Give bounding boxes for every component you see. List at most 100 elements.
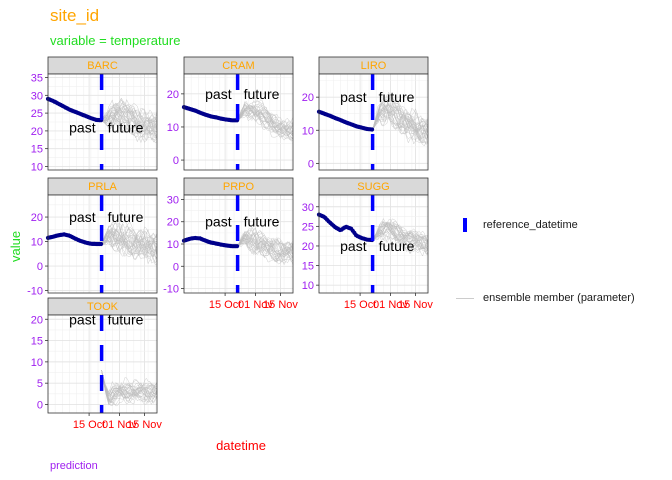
- chart-title: site_id: [50, 6, 100, 25]
- ensemble-member-line: [101, 97, 158, 129]
- ensemble-member-line: [372, 107, 429, 134]
- ensemble-member-line: [101, 99, 158, 136]
- ensemble-member-line: [372, 109, 429, 133]
- ensemble-member-line: [372, 104, 429, 144]
- annotation-future: future: [379, 238, 415, 254]
- ensemble-member-line: [237, 232, 294, 256]
- y-tick-label: 20: [31, 126, 43, 138]
- chart-subtitle: variable = temperature: [50, 33, 181, 48]
- y-tick-label: 30: [302, 202, 314, 214]
- ensemble-member-line: [237, 231, 294, 258]
- ensemble-member-line: [101, 106, 158, 138]
- panel-border: [183, 73, 294, 171]
- ensemble-member-line: [372, 226, 429, 256]
- ensemble-member-line: [101, 106, 158, 132]
- ensemble-member-line: [101, 105, 158, 135]
- y-tick-label: 10: [31, 237, 43, 249]
- annotation-future: future: [244, 86, 280, 102]
- ensemble-member-line: [237, 235, 294, 254]
- ensemble-member-line: [372, 106, 429, 142]
- y-axis-title: value: [8, 230, 23, 262]
- panel-border: [47, 194, 158, 294]
- annotation-past: past: [69, 209, 96, 225]
- legend-item-ensemble: ensemble member (parameter): [455, 288, 635, 308]
- ensemble-member-line: [372, 221, 429, 251]
- y-tick-label: 10: [31, 161, 43, 173]
- facet-strip-label: LIRO: [361, 60, 387, 72]
- ensemble-member-line: [101, 102, 158, 136]
- y-tick-label: 10: [31, 357, 43, 369]
- ensemble-member-line: [237, 232, 294, 255]
- y-tick-label: 20: [31, 212, 43, 224]
- annotation-future: future: [108, 119, 144, 135]
- ensemble-member-line: [101, 98, 158, 130]
- y-tick-label: 0: [173, 155, 179, 167]
- facet-strip-label: BARC: [87, 60, 118, 72]
- y-tick-label: 30: [167, 194, 179, 206]
- panel-border: [318, 194, 429, 294]
- ensemble-member-line: [372, 114, 429, 145]
- ensemble-member-line: [101, 370, 158, 406]
- ensemble-member-line: [237, 105, 294, 132]
- ensemble-member-line: [101, 228, 158, 257]
- annotation-past: past: [205, 86, 232, 102]
- ensemble-member-line: [101, 102, 158, 139]
- ensemble-member-line: [101, 370, 158, 402]
- ensemble-member-line: [237, 104, 294, 131]
- panel-border: [318, 73, 429, 171]
- y-tick-label: 0: [37, 399, 43, 411]
- annotation-past: past: [69, 119, 96, 135]
- ensemble-member-line: [372, 223, 429, 253]
- x-tick-label: 15 Oct: [73, 419, 105, 431]
- y-tick-label: 20: [167, 89, 179, 101]
- ensemble-member-line: [237, 110, 294, 140]
- x-tick-label: 15 Oct: [209, 299, 241, 311]
- annotation-future: future: [108, 311, 144, 327]
- ensemble-member-line: [101, 226, 158, 254]
- ensemble-member-line: [372, 102, 429, 144]
- ensemble-member-line: [372, 224, 429, 249]
- y-tick-label: 5: [37, 378, 43, 390]
- y-tick-label: -10: [163, 284, 179, 296]
- ensemble-member-line: [237, 231, 294, 252]
- ensemble-member-line: [101, 97, 158, 138]
- facet-strip-label: PRLA: [88, 181, 117, 193]
- ensemble-member-line: [237, 105, 294, 135]
- ensemble-member-line: [237, 109, 294, 141]
- ensemble-member-line: [372, 91, 429, 140]
- ensemble-member-line: [372, 222, 429, 257]
- x-tick-label: 01 Nov: [238, 299, 273, 311]
- ensemble-member-line: [101, 370, 158, 406]
- x-tick-label: 15 Nov: [398, 299, 433, 311]
- y-tick-label: 15: [302, 261, 314, 273]
- ensemble-member-line: [237, 99, 294, 133]
- annotation-past: past: [69, 311, 96, 327]
- y-tick-label: 15: [31, 144, 43, 156]
- y-tick-label: 15: [31, 336, 43, 348]
- ensemble-member-line: [372, 95, 429, 141]
- ensemble-member-line: [101, 227, 158, 248]
- ensemble-member-line: [101, 370, 158, 400]
- panel-border: [47, 73, 158, 171]
- y-tick-label: 25: [302, 221, 314, 233]
- facet-strip-label: SUGG: [357, 181, 389, 193]
- ensemble-member-line: [237, 237, 294, 265]
- ensemble-member-line: [101, 370, 158, 404]
- annotation-past: past: [340, 238, 367, 254]
- ensemble-member-line: [101, 224, 158, 254]
- ensemble-member-line: [372, 104, 429, 147]
- ensemble-member-line: [101, 231, 158, 260]
- chart-caption: prediction: [50, 460, 98, 472]
- y-tick-label: 0: [308, 158, 314, 170]
- ensemble-member-line: [372, 112, 429, 140]
- y-tick-label: 0: [37, 261, 43, 273]
- x-tick-label: 01 Nov: [102, 419, 137, 431]
- ensemble-member-line: [101, 231, 158, 259]
- ensemble-member-line: [101, 221, 158, 256]
- y-tick-label: 10: [167, 239, 179, 251]
- ensemble-member-line: [237, 99, 294, 133]
- ensemble-member-line: [237, 238, 294, 256]
